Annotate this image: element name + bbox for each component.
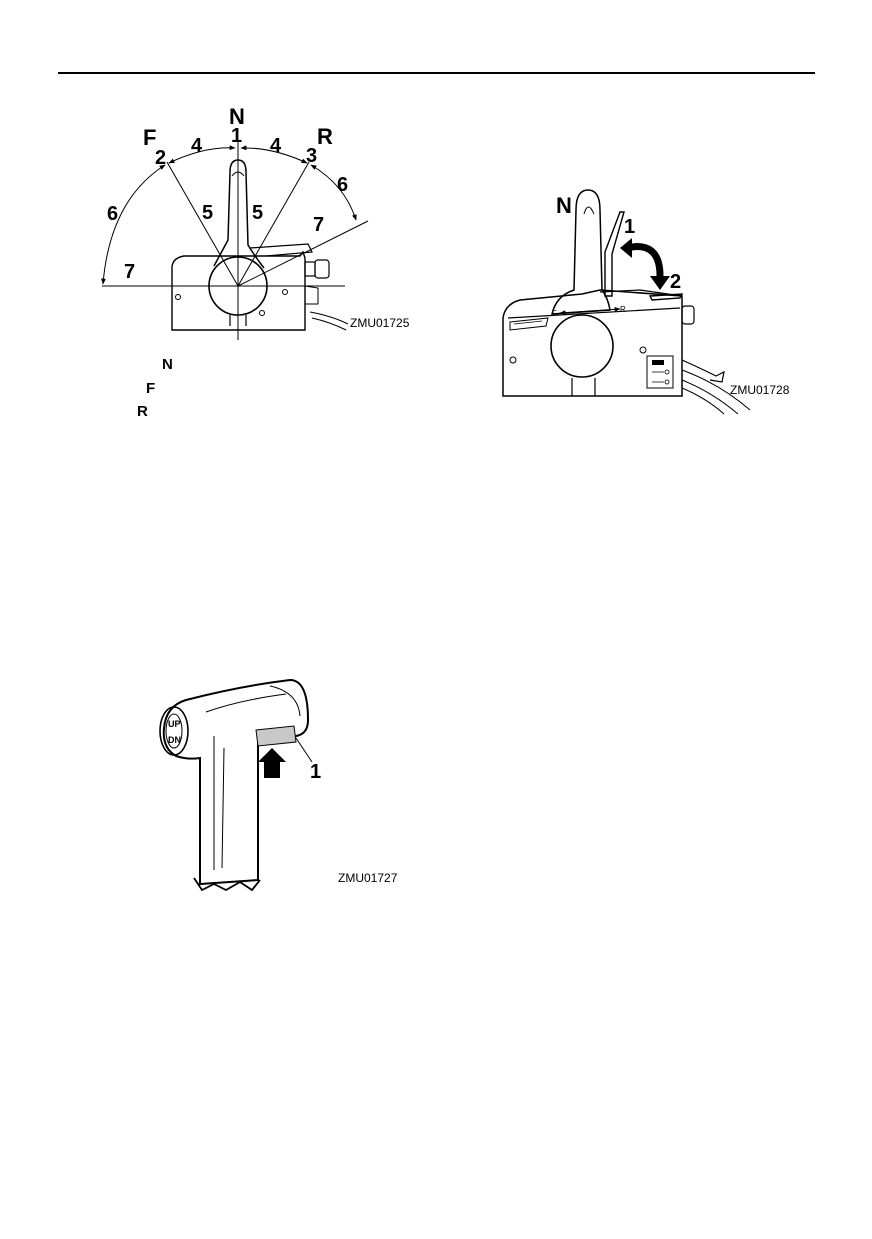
plate-r: R: [620, 305, 626, 314]
brand-decal-text: [513, 320, 543, 325]
figure-code: ZMU01728: [730, 383, 790, 397]
control-box-top-plate: [249, 243, 313, 257]
neutral-throttle-lever: [604, 211, 625, 297]
neutral-trigger: [255, 725, 297, 747]
grip-body: [162, 678, 310, 886]
lever-hub: [550, 314, 614, 378]
legend-r: R: [137, 403, 148, 420]
callout-leader: [295, 737, 313, 763]
callout-2: 2: [670, 271, 681, 293]
rotate-arrow-head-down: [650, 276, 670, 290]
side-knob: [314, 259, 330, 279]
label-f: F: [143, 125, 156, 150]
push-up-arrow: [258, 748, 286, 778]
legend-f: F: [146, 380, 155, 397]
callout-2: 2: [155, 147, 166, 169]
label-r: R: [317, 124, 333, 149]
screw-hole: [509, 356, 517, 364]
label-n: N: [556, 193, 572, 218]
callout-7-left: 7: [124, 261, 135, 283]
callout-5-right: 5: [252, 202, 263, 224]
trim-switch-cap: [159, 706, 189, 756]
shift-lever-arm: [551, 189, 611, 315]
header-rule: [58, 72, 815, 74]
cables: [681, 369, 751, 415]
cable-lines: [309, 311, 349, 331]
lever-grip-highlight: [583, 206, 595, 215]
switch-dn[interactable]: DN: [168, 735, 181, 745]
callout-1: 1: [624, 216, 635, 238]
arc-6-left: [101, 164, 166, 285]
screw-hole: [639, 346, 647, 354]
control-box-body: [502, 289, 683, 397]
forward-detent-line: [166, 161, 239, 287]
legend-n: N: [162, 356, 173, 373]
switch-panel: [646, 355, 674, 389]
callout-4-right: 4: [270, 135, 282, 157]
full-throttle-line-r: [237, 220, 369, 287]
side-cap: [304, 261, 316, 277]
screw-hole: [282, 289, 288, 295]
trim-switch: [165, 713, 183, 749]
callout-1: 1: [231, 125, 242, 147]
callout-5-left: 5: [202, 202, 213, 224]
panel-key-icon: [664, 379, 670, 385]
callout-4-left: 4: [191, 135, 203, 157]
lever-stem: [571, 378, 596, 396]
ignition-key: [681, 359, 725, 383]
control-box-body: [171, 250, 306, 331]
grip-shading: [205, 685, 301, 870]
panel-lines: [652, 371, 664, 383]
arc-4-right: [240, 145, 308, 164]
switch-up[interactable]: UP: [168, 719, 181, 729]
figure-neutral-throttle: F R N 1 2 ZMU01728: [502, 189, 790, 415]
callout-7-right: 7: [313, 214, 324, 236]
callout-1: 1: [310, 761, 321, 783]
arc-6-right: [310, 164, 357, 221]
brand-decal: [509, 317, 549, 331]
figure-lever-grip: UP DN 1 ZMU01727: [159, 678, 398, 892]
panel-key-icon: [664, 369, 670, 375]
reverse-detent-line: [237, 161, 310, 287]
cable-clamp: [304, 285, 319, 305]
callout-6-left: 6: [107, 203, 118, 225]
screw-hole: [175, 294, 181, 300]
figure-code: ZMU01727: [338, 871, 398, 885]
lever-tab-down: [648, 293, 684, 301]
panel-label: [652, 360, 664, 365]
label-n: N: [229, 104, 245, 129]
callout-6-right: 6: [337, 174, 348, 196]
cut-edge: [193, 877, 261, 892]
rotate-arrow-head-up: [620, 238, 632, 258]
arc-4-left: [168, 145, 236, 164]
side-knob: [681, 305, 695, 325]
figure-shift-angles: N F R 1 2 3 4 4 5 5 6 6 7 7 ZMU01725 N F…: [101, 104, 410, 420]
callout-3: 3: [306, 145, 317, 167]
screw-hole: [259, 310, 265, 316]
figure-code: ZMU01725: [350, 316, 410, 330]
lever-stem: [229, 315, 247, 326]
